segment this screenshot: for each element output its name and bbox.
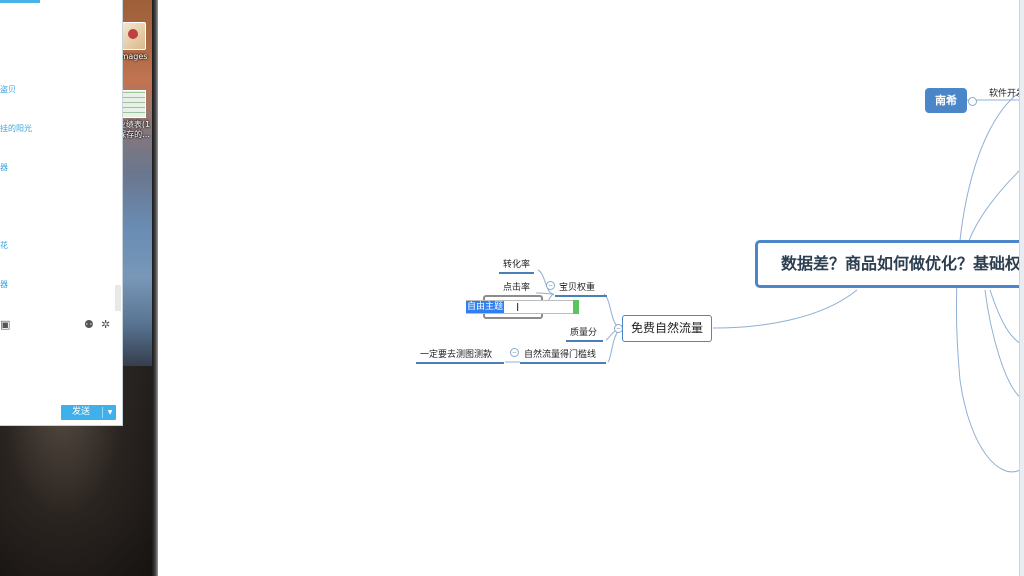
topic-baby-weight[interactable]: 宝贝权重 (555, 280, 608, 297)
desktop-icon-label-line2: 保存的... (118, 130, 150, 139)
desktop-icon-label: 业绩表(1 (117, 120, 151, 129)
desktop-icon-label: mages (120, 52, 148, 61)
topic-free-natural-traffic[interactable]: 免费自然流量 (622, 315, 712, 342)
chat-toolbar: ▣ ⚉ ✲ (0, 318, 122, 332)
chat-list-item[interactable]: 挂的阳光 (0, 124, 32, 133)
connector-ctr (535, 292, 555, 295)
collapse-toggle-icon[interactable] (968, 97, 977, 106)
chat-list-item[interactable]: 花 (0, 241, 8, 250)
send-button-divider (102, 407, 103, 418)
topic-edit-confirm[interactable] (573, 300, 579, 314)
chevron-down-icon[interactable]: ▼ (107, 409, 113, 416)
mindmap-canvas[interactable] (158, 0, 1024, 576)
chat-list-item[interactable]: 器 (0, 163, 8, 172)
right-scrollbar[interactable] (1019, 0, 1024, 576)
connector-baby-weight (603, 293, 623, 329)
chat-window: 盗贝 挂的阳光 器 花 器 ▣ ⚉ ✲ 发送 ▼ (0, 0, 123, 426)
send-button[interactable]: 发送 ▼ (61, 405, 116, 420)
topic-conversion-rate[interactable]: 转化率 (499, 257, 535, 274)
connector-arc (984, 289, 1024, 401)
contacts-icon[interactable]: ⚉ (84, 318, 94, 331)
topic-nanxi[interactable]: 南希 (925, 88, 967, 113)
window-edge-shadow (152, 0, 158, 576)
topic-traffic-threshold[interactable]: 自然流量得门槛线 (520, 347, 607, 364)
collapse-toggle-icon[interactable]: − (510, 348, 519, 357)
send-button-label: 发送 (71, 407, 90, 417)
connector-threshold (607, 327, 623, 363)
topic-quality-score[interactable]: 质量分 (566, 325, 604, 342)
text-cursor-icon: I (516, 301, 520, 314)
chat-active-indicator (0, 0, 40, 3)
chat-scrollbar[interactable] (115, 285, 121, 311)
topic-software-dev[interactable]: 软件开发 (989, 89, 1024, 99)
connector-arc (955, 91, 1021, 473)
topic-must-test[interactable]: 一定要去测图测款 (416, 347, 505, 364)
connector-central-main (712, 289, 858, 329)
connector-conversion (537, 269, 555, 295)
image-icon[interactable]: ▣ (0, 318, 11, 331)
central-topic[interactable]: 数据差？商品如何做优化？基础权 (755, 240, 1024, 288)
chat-list-item[interactable]: 盗贝 (0, 85, 16, 94)
collapse-toggle-icon[interactable]: − (546, 281, 555, 290)
chat-list-item[interactable]: 器 (0, 280, 8, 289)
topic-edit-selected-text[interactable]: 自由主题 (466, 301, 505, 313)
gear-icon[interactable]: ✲ (101, 318, 111, 331)
